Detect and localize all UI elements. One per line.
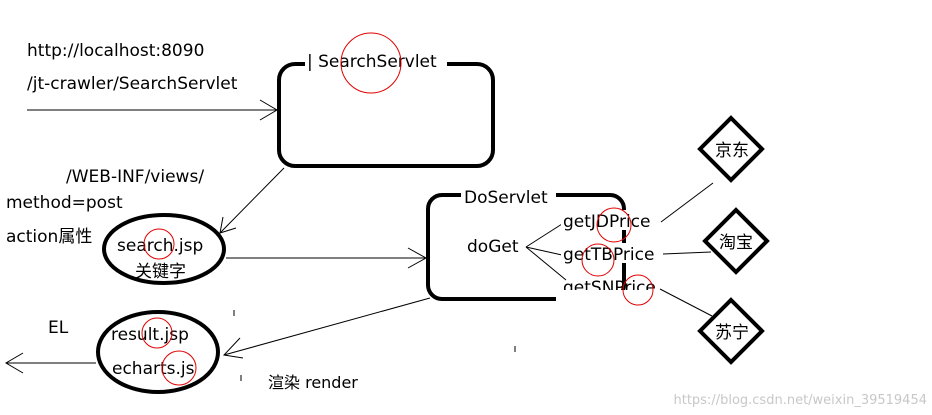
url-line-1: http://localhost:8090	[27, 41, 204, 61]
url-line-2: /jt-crawler/SearchServlet	[27, 74, 238, 94]
searchservlet-box	[277, 62, 495, 168]
doservlet-label-bg	[461, 185, 556, 207]
doservlet-label: DoServlet	[464, 188, 548, 208]
render-label: 渲染 render	[268, 373, 358, 392]
echarts-label: echarts.js	[112, 359, 195, 379]
jd-label-bg	[561, 210, 661, 230]
shop-connectors	[659, 182, 714, 317]
searchjsp-ellipse	[102, 213, 226, 285]
highlight-circle	[161, 350, 197, 386]
views-path: /WEB-INF/views/	[66, 167, 204, 187]
highlight-circle	[340, 32, 402, 94]
sn-label-clip	[556, 290, 664, 302]
doget-branches	[525, 223, 567, 281]
tb-label-bg	[561, 243, 661, 263]
arrow-doservlet-to-resultjsp	[222, 297, 431, 359]
arrow-url-to-searchservlet	[27, 99, 278, 121]
watermark: https://blog.csdn.net/weixin_39519454	[673, 393, 927, 408]
shop-diamond-sn	[697, 297, 765, 365]
shop-diamond-jd	[697, 115, 765, 183]
shop-sn-label: 苏宁	[715, 323, 749, 343]
highlight-circle	[622, 274, 654, 306]
resultjsp-label: result.jsp	[111, 325, 189, 345]
shop-diamond-tb	[702, 207, 770, 275]
arrow-searchjsp-to-doservlet	[226, 247, 428, 269]
highlight-circle	[141, 317, 173, 349]
searchservlet-label: | SearchServlet	[307, 52, 437, 72]
el-label: EL	[48, 318, 69, 338]
highlight-circle	[581, 243, 615, 277]
shop-tb-label: 淘宝	[719, 233, 753, 253]
doget-label: doGet	[467, 237, 519, 257]
highlight-circle	[143, 228, 175, 260]
method-jd-price: getJDPrice	[563, 212, 651, 232]
searchjsp-label: search.jsp	[117, 236, 203, 256]
resultjsp-ellipse	[96, 310, 220, 394]
arrow-searchservlet-to-searchjsp	[219, 167, 285, 234]
keyword-label: 关键字	[135, 262, 186, 282]
shop-jd-label: 京东	[715, 141, 749, 161]
method-label: method=post	[6, 193, 123, 213]
action-label: action属性	[6, 227, 92, 247]
searchservlet-label-bg	[305, 50, 447, 72]
arrow-resultjsp-to-browser	[5, 352, 96, 374]
highlight-circle	[596, 207, 632, 243]
